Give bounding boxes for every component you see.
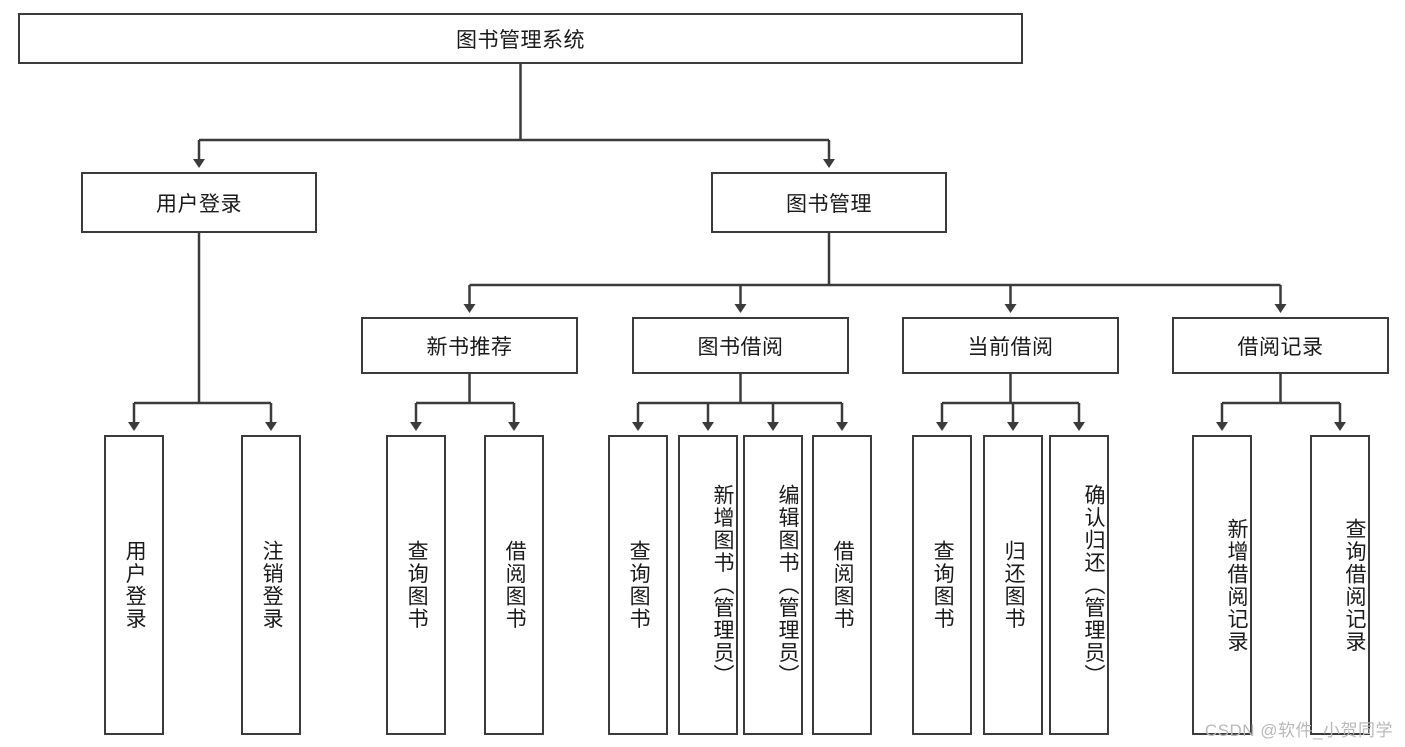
node-label-l-cu-confirm: 确认归还（管理员） (1082, 483, 1105, 687)
node-l-re-add[interactable]: 新增借阅记录 (1192, 435, 1252, 735)
node-label-l-bo-edit: 编辑图书（管理员） (776, 483, 799, 687)
node-label-bookmgmt: 图书管理 (786, 192, 872, 216)
node-label-root: 图书管理系统 (456, 28, 585, 52)
node-login[interactable]: 用户登录 (81, 172, 317, 233)
node-l-re-query[interactable]: 查询借阅记录 (1310, 435, 1370, 735)
watermark: CSDN @软件_小贺同学 (1204, 721, 1393, 740)
node-label-l-login: 用户登录 (123, 540, 147, 630)
node-l-bo-edit[interactable]: 编辑图书（管理员） (743, 435, 803, 735)
node-label-l-bo-borrow: 借阅图书 (831, 540, 855, 630)
node-l-login[interactable]: 用户登录 (104, 435, 164, 735)
node-label-current: 当前借阅 (967, 335, 1054, 359)
node-l-bo-borrow[interactable]: 借阅图书 (812, 435, 872, 735)
node-label-record: 借阅记录 (1237, 335, 1324, 359)
node-label-l-bo-add: 新增图书（管理员） (711, 483, 734, 687)
node-l-nb-borrow[interactable]: 借阅图书 (484, 435, 544, 735)
node-label-l-nb-borrow: 借阅图书 (503, 540, 527, 630)
node-label-l-nb-query: 查询图书 (405, 540, 429, 630)
node-root[interactable]: 图书管理系统 (18, 13, 1023, 64)
node-l-bo-add[interactable]: 新增图书（管理员） (678, 435, 738, 735)
node-l-logout[interactable]: 注销登录 (241, 435, 301, 735)
node-record[interactable]: 借阅记录 (1172, 317, 1389, 374)
node-current[interactable]: 当前借阅 (902, 317, 1119, 374)
node-label-newbook: 新书推荐 (426, 335, 513, 359)
node-label-l-re-query: 查询借阅记录 (1343, 517, 1366, 653)
node-bookmgmt[interactable]: 图书管理 (711, 172, 947, 233)
node-label-l-re-add: 新增借阅记录 (1225, 517, 1248, 653)
node-l-cu-return[interactable]: 归还图书 (983, 435, 1043, 735)
node-l-nb-query[interactable]: 查询图书 (386, 435, 446, 735)
node-newbook[interactable]: 新书推荐 (361, 317, 578, 374)
node-l-bo-query[interactable]: 查询图书 (608, 435, 668, 735)
node-label-login: 用户登录 (156, 192, 242, 216)
node-label-l-cu-return: 归还图书 (1002, 540, 1026, 630)
node-label-l-bo-query: 查询图书 (627, 540, 651, 630)
node-label-l-logout: 注销登录 (260, 540, 284, 630)
node-l-cu-confirm[interactable]: 确认归还（管理员） (1049, 435, 1109, 735)
node-l-cu-query[interactable]: 查询图书 (912, 435, 972, 735)
node-label-l-cu-query: 查询图书 (931, 540, 955, 630)
node-borrow[interactable]: 图书借阅 (632, 317, 849, 374)
node-label-borrow: 图书借阅 (697, 335, 784, 359)
